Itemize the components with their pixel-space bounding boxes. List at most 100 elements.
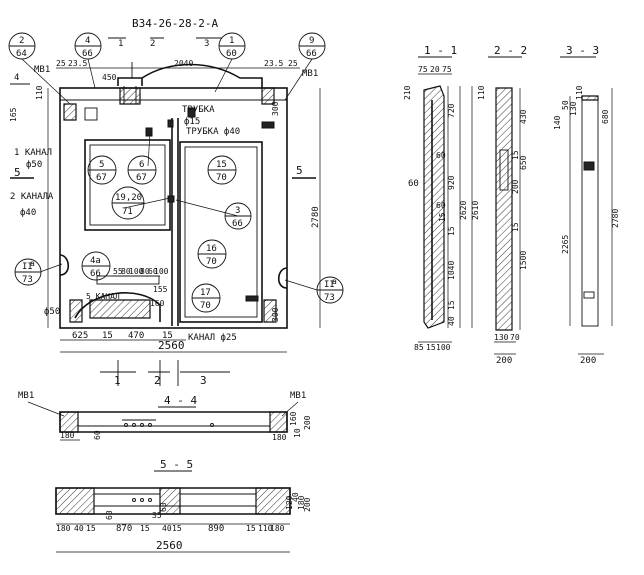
callout-5-67: 5 67 bbox=[87, 155, 117, 185]
svg-text:300: 300 bbox=[271, 101, 280, 116]
svg-text:55: 55 bbox=[113, 267, 123, 276]
svg-text:60: 60 bbox=[148, 267, 158, 276]
svg-text:15: 15 bbox=[426, 343, 436, 352]
svg-text:73: 73 bbox=[324, 293, 335, 303]
svg-text:10: 10 bbox=[293, 428, 302, 438]
trubka-label: ТРУБКА bbox=[182, 105, 215, 115]
svg-text:5: 5 bbox=[296, 164, 303, 177]
svg-text:70: 70 bbox=[200, 301, 211, 311]
svg-text:6: 6 bbox=[139, 160, 144, 170]
panel-outline bbox=[59, 87, 288, 329]
callout-16-70: 16 70 bbox=[197, 239, 227, 269]
kanal5-label: 5 КАНАЛ bbox=[86, 292, 120, 301]
svg-text:15: 15 bbox=[447, 226, 456, 236]
callout-1-60: 1 60 bbox=[218, 32, 246, 60]
svg-text:870: 870 bbox=[116, 524, 132, 534]
svg-text:71: 71 bbox=[122, 207, 133, 217]
callout-2-64: 2 64 bbox=[8, 32, 36, 60]
svg-text:140: 140 bbox=[553, 115, 562, 130]
kanal2-label: 2 КАНАЛА bbox=[10, 192, 54, 202]
svg-text:15: 15 bbox=[162, 331, 173, 341]
svg-text:5: 5 bbox=[99, 160, 104, 170]
section-3-3: 3 - 3 140 50 130 110 680 2265 2780 200 bbox=[553, 44, 620, 366]
svg-text:17: 17 bbox=[200, 288, 211, 298]
section-3-3-title: 3 - 3 bbox=[566, 44, 599, 57]
svg-text:110: 110 bbox=[258, 524, 273, 533]
svg-text:3: 3 bbox=[235, 206, 240, 216]
svg-text:МВ1: МВ1 bbox=[290, 391, 306, 401]
svg-text:15: 15 bbox=[102, 331, 113, 341]
svg-text:67: 67 bbox=[96, 173, 107, 183]
svg-text:15: 15 bbox=[216, 160, 227, 170]
svg-text:890: 890 bbox=[208, 524, 224, 534]
svg-text:210: 210 bbox=[403, 85, 412, 100]
svg-text:200: 200 bbox=[496, 356, 512, 366]
svg-text:60: 60 bbox=[436, 201, 446, 210]
callout-9-66: 9 66 bbox=[298, 32, 326, 60]
callout-17-70: 17 70 bbox=[191, 283, 221, 313]
callout-4a-66: 4а 66 bbox=[81, 251, 111, 281]
section-2-2-title: 2 - 2 bbox=[494, 44, 527, 57]
section-4-4: 4 - 4 МВ1 МВ1 180 60 160 180 200 10 bbox=[18, 391, 312, 442]
svg-text:16: 16 bbox=[206, 244, 217, 254]
svg-text:15: 15 bbox=[246, 524, 256, 533]
svg-text:625: 625 bbox=[72, 331, 88, 341]
svg-text:165: 165 bbox=[9, 107, 18, 122]
svg-text:100: 100 bbox=[436, 343, 451, 352]
section-1-1: 1 - 1 75 20 75 720 2620 2610 60 920 60 1… bbox=[403, 44, 480, 352]
opening-left bbox=[84, 139, 171, 231]
svg-text:60: 60 bbox=[159, 502, 168, 512]
svg-text:64: 64 bbox=[16, 49, 27, 59]
svg-text:60: 60 bbox=[408, 179, 419, 189]
svg-text:4: 4 bbox=[85, 36, 90, 46]
svg-text:180: 180 bbox=[270, 524, 285, 533]
callout-6-67: 6 67 bbox=[127, 155, 157, 185]
callout-15-70: 15 70 bbox=[207, 155, 237, 185]
svg-text:160: 160 bbox=[289, 411, 298, 426]
svg-text:2780: 2780 bbox=[611, 209, 620, 228]
svg-text:130: 130 bbox=[569, 101, 578, 116]
svg-text:23.5: 23.5 bbox=[68, 59, 87, 68]
svg-text:50: 50 bbox=[561, 100, 570, 110]
svg-text:20: 20 bbox=[430, 65, 440, 74]
svg-text:1: 1 bbox=[229, 36, 234, 46]
svg-text:2265: 2265 bbox=[561, 235, 570, 254]
svg-text:15: 15 bbox=[447, 300, 456, 310]
phi15-label: ф15 bbox=[184, 117, 200, 127]
svg-text:15: 15 bbox=[438, 212, 447, 222]
callout-4-66: 4 66 bbox=[74, 32, 102, 60]
trubka-phi40-label: ТРУБКА ф40 bbox=[186, 127, 240, 137]
svg-text:9: 9 bbox=[309, 36, 314, 46]
svg-text:180: 180 bbox=[56, 524, 71, 533]
svg-text:МВ1: МВ1 bbox=[18, 391, 34, 401]
svg-text:85: 85 bbox=[414, 343, 424, 352]
svg-text:130: 130 bbox=[494, 333, 509, 342]
svg-text:5: 5 bbox=[14, 166, 21, 179]
svg-text:100: 100 bbox=[129, 267, 144, 276]
svg-text:40: 40 bbox=[447, 316, 456, 326]
phi50b-label: ф50 bbox=[44, 307, 60, 317]
svg-text:680: 680 bbox=[601, 109, 610, 124]
section-5-5-title: 5 - 5 bbox=[160, 458, 193, 471]
callout-19-20-71: 19,20 71 bbox=[111, 186, 145, 220]
svg-text:70: 70 bbox=[216, 173, 227, 183]
svg-text:75: 75 bbox=[418, 65, 428, 74]
section-1-1-title: 1 - 1 bbox=[424, 44, 457, 57]
svg-text:200: 200 bbox=[580, 356, 596, 366]
phi40-label: ф40 bbox=[20, 208, 36, 218]
svg-text:920: 920 bbox=[447, 175, 456, 190]
svg-text:67: 67 bbox=[136, 173, 147, 183]
svg-text:110: 110 bbox=[575, 85, 584, 100]
svg-text:15: 15 bbox=[172, 524, 182, 533]
section-2-2: 2 - 2 110 430 650 200 1500 15 15 130 70 … bbox=[477, 44, 528, 366]
svg-text:200: 200 bbox=[511, 179, 520, 194]
svg-text:15: 15 bbox=[511, 150, 520, 160]
svg-text:15: 15 bbox=[86, 524, 96, 533]
plan-view: МВ1 МВ1 ТРУБКА ф15 ТРУБКА ф40 1 КАНАЛ ф5… bbox=[8, 32, 344, 387]
svg-text:а: а bbox=[332, 277, 337, 286]
svg-text:80: 80 bbox=[121, 267, 131, 276]
svg-text:60: 60 bbox=[105, 510, 114, 520]
svg-text:70: 70 bbox=[206, 257, 217, 267]
svg-text:1: 1 bbox=[114, 374, 121, 387]
